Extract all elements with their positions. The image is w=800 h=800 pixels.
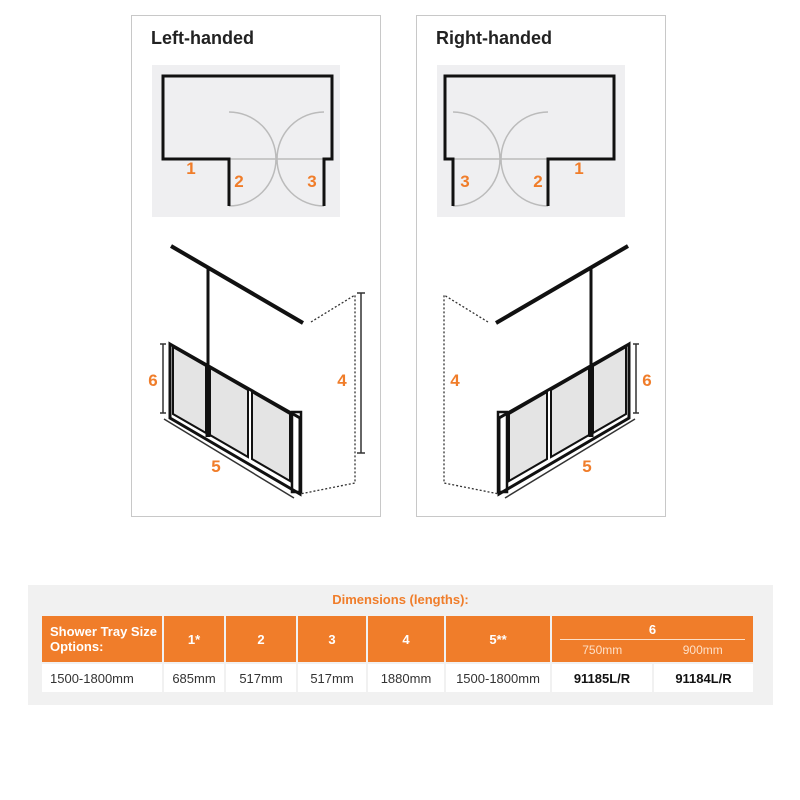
header-1: 1*: [164, 616, 224, 662]
plan-label-1: 1: [186, 159, 196, 178]
iso-label-5: 5: [211, 457, 221, 476]
panel-title: Right-handed: [436, 28, 552, 48]
header-3: 3: [298, 616, 366, 662]
header-6: 6 750mm 900mm: [552, 616, 753, 662]
right-handed-diagram: [437, 65, 639, 499]
dimensions-table: Shower Tray Size Options: 1* 2 3 4 5** 6…: [40, 614, 755, 694]
cell-6-900: 91184L/R: [654, 664, 753, 692]
right-handed-panel: Right-handed 1 2 3 4 5 6: [416, 15, 666, 517]
iso-label-4: 4: [450, 371, 460, 390]
cell-2: 517mm: [226, 664, 296, 692]
table-row: 1500-1800mm 685mm 517mm 517mm 1880mm 150…: [42, 664, 753, 692]
iso-label-5: 5: [582, 457, 592, 476]
table-title: Dimensions (lengths):: [332, 592, 469, 607]
cell-6-750: 91185L/R: [552, 664, 652, 692]
dimensions-table-section: Dimensions (lengths): Shower Tray Size O…: [28, 585, 773, 705]
header-row: Shower Tray Size Options: 1* 2 3 4 5** 6…: [42, 616, 753, 662]
panel-title: Left-handed: [151, 28, 254, 48]
left-handed-panel: Left-handed 1 2 3 4 5 6: [131, 15, 381, 517]
iso-label-6: 6: [148, 371, 158, 390]
header-4: 4: [368, 616, 444, 662]
plan-label-2: 2: [533, 172, 543, 191]
cell-4: 1880mm: [368, 664, 444, 692]
header-6-label: 6: [560, 622, 745, 640]
plan-label-1: 1: [574, 159, 584, 178]
header-tray-size: Shower Tray Size Options:: [42, 616, 162, 662]
left-handed-diagram: [152, 65, 365, 499]
cell-5: 1500-1800mm: [446, 664, 550, 692]
cell-1: 685mm: [164, 664, 224, 692]
iso-label-4: 4: [337, 371, 347, 390]
sub-header-750: 750mm: [582, 642, 623, 657]
plan-label-2: 2: [234, 172, 244, 191]
plan-label-3: 3: [307, 172, 317, 191]
plan-label-3: 3: [460, 172, 470, 191]
iso-label-6: 6: [642, 371, 652, 390]
cell-3: 517mm: [298, 664, 366, 692]
cell-tray-size: 1500-1800mm: [42, 664, 162, 692]
header-2: 2: [226, 616, 296, 662]
sub-header-900: 900mm: [682, 642, 723, 657]
header-5: 5**: [446, 616, 550, 662]
